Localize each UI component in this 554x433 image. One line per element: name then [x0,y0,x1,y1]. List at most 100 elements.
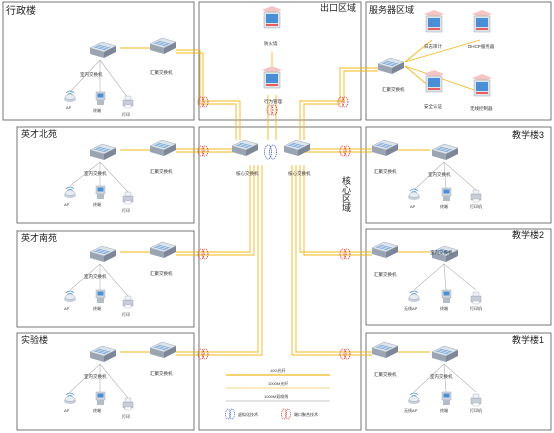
south-agg-switch [149,241,177,259]
lab-ap-label: AP [64,408,70,413]
teach3-terminal-icon [441,187,452,202]
teach3-agg-switch [371,139,399,157]
legend: 10G光纤 1000M光纤 1000M双绞线 虚拟化技术 端口聚合技术 [225,367,330,420]
south-ap-label: AP [64,306,70,311]
region-teach1-box [365,332,552,431]
region-core-title: 核心区域 [341,175,351,212]
teach1-agg-label: 汇聚交换机 [374,371,397,378]
teach1-terminal-label: 终端 [440,407,448,413]
north-printer-icon [122,191,134,205]
teach3-access-label: 室内交换机 [428,171,451,178]
admin-agg-label: 汇聚交换机 [150,69,173,76]
region-admin-title: 行政楼 [6,4,36,17]
region-server-title: 服务器区域 [369,4,414,15]
region-north-title: 英才北苑 [21,128,57,139]
north-ap-icon [63,186,77,199]
teach1-access-label: 室内交换机 [430,373,453,380]
region-server-box [365,1,552,121]
north-agg-switch [149,139,177,157]
core-switch-left [231,139,259,157]
teach1-ap-label: 无线AP [404,407,418,413]
teach2-ap-label: 无线AP [404,305,418,311]
region-north-box [16,126,195,224]
teach3-terminal-label: 终端 [440,203,448,209]
lab-printer-icon [122,397,134,411]
admin-terminal-icon [95,91,106,106]
region-teach2-box [365,228,552,326]
region-teach1-title: 教学楼1 [512,334,544,345]
teach3-printer-icon [470,189,482,203]
north-printer-label: 打印 [122,207,130,213]
south-access-label: 室内交换机 [84,273,107,280]
teach3-agg-label: 汇聚交换机 [374,168,397,175]
teach2-agg-label: 汇聚交换机 [374,271,397,278]
region-teach3-title: 教学楼3 [512,129,544,140]
teach2-ap-icon [407,290,421,303]
north-terminal-icon [95,185,106,200]
admin-ap-icon [63,90,77,103]
lab-access-label: 室内交换机 [84,373,107,380]
dhcp-server-icon [471,9,493,33]
lab-access-switch [89,345,117,363]
admin-ap-label: AP [66,105,72,110]
south-printer-icon [122,295,134,309]
teach1-access-switch [431,345,459,363]
admin-printer-label: 打印 [122,111,130,117]
teach1-printer-icon [470,393,482,407]
core-switch-left-label: 核心交换机 [236,170,259,177]
teach2-terminal-label: 终端 [440,305,448,311]
legend-virtualization-label: 虚拟化技术 [238,411,258,417]
teach2-terminal-icon [441,289,452,304]
region-lab-title: 实验楼 [21,334,48,345]
teach2-access-label: 室内交换机 [430,249,453,256]
south-terminal-icon [95,289,106,304]
north-agg-label: 汇聚交换机 [150,168,173,175]
dhcp-server-label: DHCP服务器 [468,43,495,50]
north-terminal-label: 终端 [93,201,101,207]
south-printer-label: 打印 [122,311,130,317]
lab-printer-label: 打印 [122,413,130,419]
lab-terminal-icon [95,391,106,406]
fiber-links [120,39,481,356]
wireless-controller-icon [471,73,493,97]
lab-agg-label: 汇聚交换机 [150,370,173,377]
server-agg-switch [377,57,405,75]
region-exit-box [198,1,362,121]
legend-1000m-fiber-label: 1000M光纤 [268,380,288,386]
teach3-printer-label: 打印机 [470,203,482,209]
log-audit-label: 日志审计 [424,43,442,50]
south-access-switch [89,245,117,263]
south-agg-label: 汇聚交换机 [150,270,173,277]
teach3-ap-icon [407,188,421,201]
teach2-printer-icon [470,291,482,305]
region-lab-box [16,332,195,431]
firewall-icon [261,5,283,29]
log-audit-icon [423,9,445,33]
region-teach2-title: 教学楼2 [512,229,544,240]
legend-aggregation-swatch [281,408,287,420]
north-access-label: 室内交换机 [84,170,107,177]
lab-terminal-label: 终端 [93,407,101,413]
port-aggregation-markers [197,96,351,360]
region-core-box [198,126,362,431]
legend-aggregation-label: 端口聚合技术 [294,411,318,417]
security-auth-label: 安全认证 [424,103,442,110]
core-switch-right-label: 核心交换机 [288,170,311,177]
admin-agg-switch [149,37,177,55]
south-ap-icon [63,290,77,303]
wireless-controller-label: 无线控制器 [470,105,493,112]
teach3-access-switch [431,143,459,161]
legend-virtualization-swatch [225,408,231,420]
north-ap-label: AP [64,202,70,207]
teach1-printer-label: 打印机 [470,407,482,413]
server-agg-label: 汇聚交换机 [382,86,405,93]
admin-access-label: 室内交换机 [80,71,103,78]
admin-printer-icon [122,95,134,109]
lab-agg-switch [149,341,177,359]
legend-twisted-label: 1000M双绞线 [264,393,288,399]
teach3-ap-label: AP [410,204,416,209]
admin-terminal-label: 终端 [93,107,101,113]
core-switch-right [283,139,311,157]
behavior-mgmt-label: 行为管理 [264,98,282,105]
